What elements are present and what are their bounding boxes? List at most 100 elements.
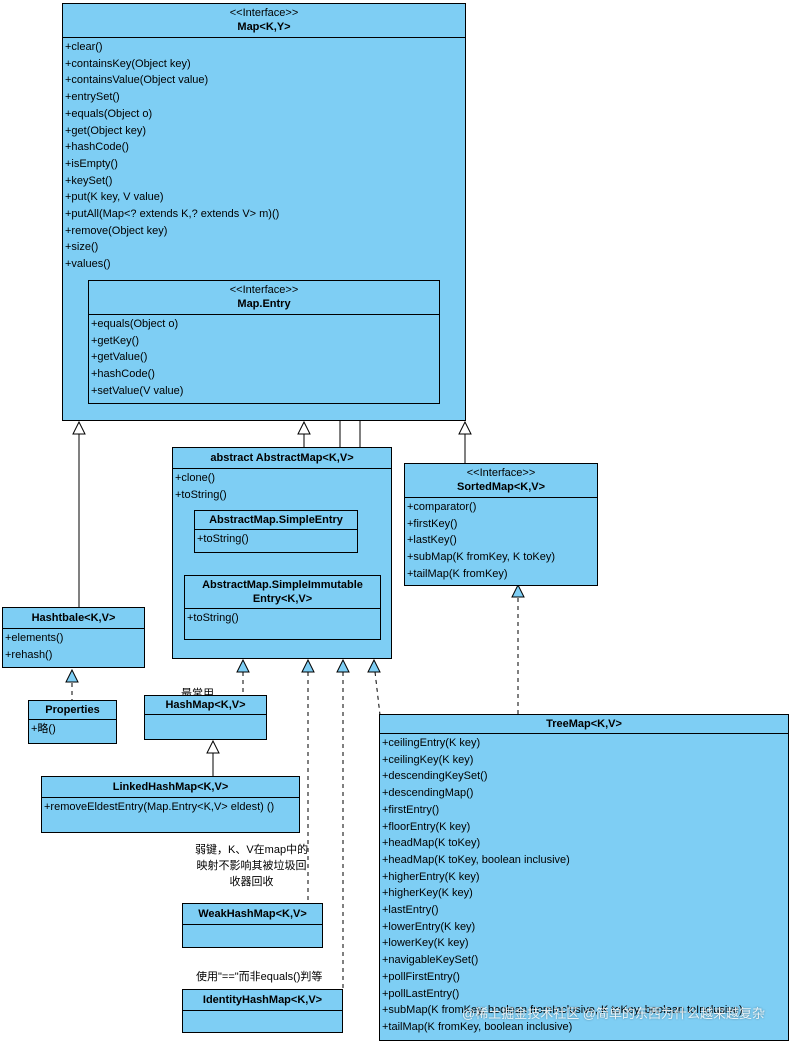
method: +toString() xyxy=(175,488,227,501)
arrowhead xyxy=(297,421,311,435)
method: +pollLastEntry() xyxy=(382,987,460,1000)
method: +headMap(K toKey) xyxy=(382,837,481,850)
hashmap-header: HashMap<K,V> xyxy=(145,696,266,715)
method: +headMap(K toKey, boolean inclusive) xyxy=(382,853,570,866)
method: +elements() xyxy=(5,632,64,644)
simple-immutable-entry-class: AbstractMap.SimpleImmutable Entry<K,V> +… xyxy=(184,575,381,640)
edge-treemap-abstractmap xyxy=(374,671,381,716)
method: +ceilingKey(K key) xyxy=(382,753,474,766)
method: +toString() xyxy=(187,612,239,624)
method: +putAll(Map<? extends K,? extends V> m)(… xyxy=(65,208,280,221)
map-entry-stereotype: <<Interface>> xyxy=(229,284,299,296)
linked-hashmap-name: LinkedHashMap<K,V> xyxy=(112,781,229,793)
map-name: Map<K,Y> xyxy=(237,21,291,33)
note-line: 映射不影响其被垃圾回 xyxy=(196,860,307,872)
treemap-class: TreeMap<K,V> +ceilingEntry(K key) +ceili… xyxy=(379,714,789,1041)
arrowhead xyxy=(336,658,350,673)
note-line: 弱键，K、V在map中的 xyxy=(195,844,309,856)
method: +tailMap(K fromKey, boolean inclusive) xyxy=(382,1020,573,1033)
method: +values() xyxy=(65,258,111,271)
method: +subMap(K fromKey, K toKey) xyxy=(407,551,556,564)
method: +clear() xyxy=(65,41,103,53)
method: +clone() xyxy=(175,472,216,484)
method: +size() xyxy=(65,241,99,254)
method: +keySet() xyxy=(65,174,113,187)
simple-immutable-entry-name-1: AbstractMap.SimpleImmutable xyxy=(202,579,363,591)
method: +comparator() xyxy=(407,501,477,513)
linked-hashmap-header: LinkedHashMap<K,V> xyxy=(42,777,299,798)
sorted-map-interface: <<Interface>> SortedMap<K,V> +comparator… xyxy=(404,463,598,586)
method: +getKey() xyxy=(91,334,139,347)
method: +subMap(K fromKey, boolean fromInclusive… xyxy=(382,1004,743,1017)
method: +hashCode() xyxy=(91,368,155,381)
method: +tailMap(K fromKey) xyxy=(407,567,508,580)
hashmap-name: HashMap<K,V> xyxy=(165,699,246,711)
arrowhead xyxy=(458,421,472,435)
method: +firstEntry() xyxy=(382,803,440,816)
hashtable-class: Hashtbale<K,V> +elements() +rehash() xyxy=(2,607,145,668)
weak-hashmap-name: WeakHashMap<K,V> xyxy=(198,908,307,920)
abstract-map-methods: +clone() +toString() xyxy=(173,469,391,504)
method: +setValue(V value) xyxy=(91,384,184,397)
simple-immutable-entry-name-2: Entry<K,V> xyxy=(252,593,313,605)
method: +lowerEntry(K key) xyxy=(382,920,476,933)
simple-entry-name: AbstractMap.SimpleEntry xyxy=(209,514,343,526)
method: +toString() xyxy=(197,533,249,545)
hashmap-class: HashMap<K,V> xyxy=(144,695,267,740)
method: +getValue() xyxy=(91,351,148,364)
map-entry-header: <<Interface>> Map.Entry xyxy=(89,281,439,315)
method: +equals(Object o) xyxy=(65,107,153,120)
map-entry-methods: +equals(Object o) +getKey() +getValue() … xyxy=(89,315,439,401)
simple-entry-class: AbstractMap.SimpleEntry +toString() xyxy=(194,510,358,553)
map-header: <<Interface>> Map<K,Y> xyxy=(63,4,465,38)
watermark: @稀土掘金技术社区 @简单的东西为什么越来越复杂 xyxy=(462,1006,766,1021)
arrowhead xyxy=(367,658,381,673)
method: +remove(Object key) xyxy=(65,224,168,237)
map-entry-interface: <<Interface>> Map.Entry +equals(Object o… xyxy=(88,280,440,404)
method: +lastKey() xyxy=(407,534,457,547)
method: +get(Object key) xyxy=(65,124,147,137)
identity-hashmap-name: IdentityHashMap<K,V> xyxy=(202,994,323,1006)
treemap-methods: +ceilingEntry(K key) +ceilingKey(K key) … xyxy=(380,734,788,1037)
arrowhead xyxy=(511,583,525,598)
arrowhead xyxy=(236,658,250,673)
method: +higherKey(K key) xyxy=(382,887,473,900)
sorted-map-name: SortedMap<K,V> xyxy=(456,481,546,493)
weak-hashmap-class: WeakHashMap<K,V> xyxy=(182,903,323,948)
method: +lastEntry() xyxy=(382,904,439,917)
method: +hashCode() xyxy=(65,141,129,154)
properties-name: Properties xyxy=(45,704,100,716)
properties-methods: +略() xyxy=(29,720,116,739)
method: +navigableKeySet() xyxy=(382,954,479,967)
method: +higherEntry(K key) xyxy=(382,870,480,883)
method: +descendingMap() xyxy=(382,787,474,800)
properties-class: Properties +略() xyxy=(28,700,117,744)
method: +firstKey() xyxy=(407,517,458,530)
arrowhead xyxy=(72,421,86,435)
identity-hashmap-header: IdentityHashMap<K,V> xyxy=(183,990,342,1011)
method: +containsValue(Object value) xyxy=(65,74,209,87)
sorted-map-methods: +comparator() +firstKey() +lastKey() +su… xyxy=(405,498,597,584)
map-entry-name: Map.Entry xyxy=(237,298,291,310)
simple-entry-header: AbstractMap.SimpleEntry xyxy=(195,511,357,530)
hashtable-name: Hashtbale<K,V> xyxy=(31,612,116,624)
treemap-header: TreeMap<K,V> xyxy=(380,715,788,734)
abstract-map-header: abstract AbstractMap<K,V> xyxy=(173,448,391,469)
simple-immutable-entry-methods: +toString() xyxy=(185,609,380,628)
weak-hashmap-header: WeakHashMap<K,V> xyxy=(183,904,322,925)
method: +removeEldestEntry(Map.Entry<K,V> eldest… xyxy=(44,801,275,813)
treemap-name: TreeMap<K,V> xyxy=(546,718,622,730)
arrowhead xyxy=(65,668,79,683)
method: +rehash() xyxy=(5,648,53,661)
method: +equals(Object o) xyxy=(91,318,179,330)
method: +略() xyxy=(31,723,56,735)
map-methods: +clear() +containsKey(Object key) +conta… xyxy=(63,38,465,274)
method: +lowerKey(K key) xyxy=(382,937,469,950)
linked-hashmap-class: LinkedHashMap<K,V> +removeEldestEntry(Ma… xyxy=(41,776,300,833)
method: +put(K key, V value) xyxy=(65,191,164,204)
linked-hashmap-methods: +removeEldestEntry(Map.Entry<K,V> eldest… xyxy=(42,798,299,817)
identity-hashmap-class: IdentityHashMap<K,V> xyxy=(182,989,343,1033)
properties-header: Properties xyxy=(29,701,116,720)
method: +entrySet() xyxy=(65,91,120,104)
